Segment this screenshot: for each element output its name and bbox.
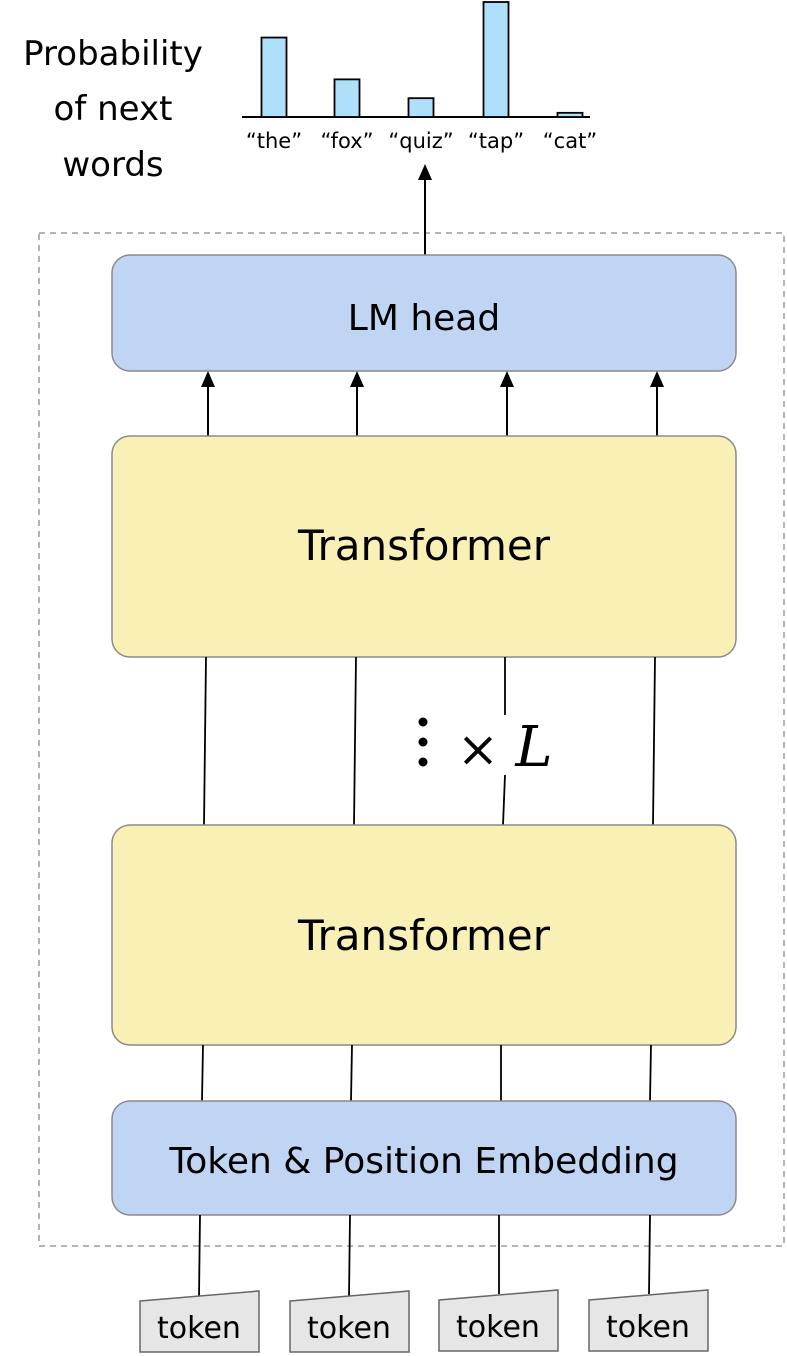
model-boundary bbox=[38, 232, 785, 1247]
embedding-label: Token & Position Embedding bbox=[168, 1141, 678, 1182]
token-label-3: token bbox=[456, 1310, 540, 1345]
embedding-to-transformer-lines bbox=[201, 1044, 652, 1102]
repeat-times-sign: × bbox=[457, 720, 499, 778]
chart-category-label-2: “fox” bbox=[320, 129, 373, 153]
transformer-top-label: Transformer bbox=[297, 521, 551, 570]
repeat-dot-3 bbox=[418, 757, 428, 767]
chart-category-label-3: “quiz” bbox=[388, 129, 453, 153]
lm-head-block: LM head bbox=[111, 254, 737, 372]
repeat-dot-2 bbox=[418, 737, 428, 747]
probability-label-line-1: Probability bbox=[23, 34, 203, 74]
token-shape-2 bbox=[289, 1290, 410, 1353]
output-arrow bbox=[418, 164, 432, 255]
chart-category-label-5: “cat” bbox=[543, 129, 597, 153]
chart-bar-4 bbox=[482, 1, 510, 118]
lm-head-label: LM head bbox=[348, 298, 500, 339]
transformer-to-head-arrows bbox=[201, 371, 664, 436]
token-shape-4 bbox=[588, 1289, 709, 1352]
token-inputs: token token token token bbox=[139, 1289, 709, 1353]
token-label-1: token bbox=[157, 1311, 241, 1346]
inter-layer-line-4 bbox=[652, 656, 656, 826]
emb-line-4 bbox=[649, 1044, 652, 1102]
probability-label-line-2: of next bbox=[54, 89, 173, 129]
embedding-block: Token & Position Embedding bbox=[111, 1100, 737, 1216]
chart-category-label-4: “tap” bbox=[468, 129, 524, 153]
transformer-top-box bbox=[111, 435, 737, 658]
arrow-head-3 bbox=[500, 371, 514, 387]
chart-bar-5 bbox=[556, 111, 584, 118]
next-word-probability-chart: “the” “fox” “quiz” “tap” “cat” bbox=[242, 1, 597, 153]
token-line-2 bbox=[348, 1214, 351, 1298]
output-arrow-head bbox=[418, 164, 432, 180]
chart-bar-3 bbox=[407, 97, 435, 118]
transformer-block-bottom: Transformer bbox=[111, 824, 737, 1046]
token-to-embedding-lines bbox=[198, 1214, 651, 1298]
arrow-head-1 bbox=[201, 371, 215, 387]
transformer-block-top: Transformer bbox=[111, 435, 737, 658]
chart-bar-1 bbox=[260, 36, 288, 118]
inter-layer-line-2 bbox=[353, 656, 357, 826]
token-label-2: token bbox=[307, 1311, 391, 1346]
token-input-3: token bbox=[438, 1289, 559, 1352]
token-label-4: token bbox=[606, 1310, 690, 1345]
inter-layer-line-1 bbox=[203, 656, 207, 826]
emb-line-1 bbox=[201, 1044, 204, 1102]
embedding-box bbox=[111, 1100, 737, 1216]
chart-bar-2 bbox=[333, 78, 361, 118]
repeat-layer-symbol: L bbox=[514, 715, 552, 780]
repeat-indicator: × L bbox=[418, 715, 553, 780]
token-shape-1 bbox=[139, 1290, 260, 1353]
arrow-head-2 bbox=[350, 371, 364, 387]
token-input-4: token bbox=[588, 1289, 709, 1352]
inter-layer-line-3b bbox=[502, 774, 506, 826]
lm-head-box bbox=[111, 254, 737, 372]
chart-category-label-1: “the” bbox=[246, 129, 302, 153]
probability-label-line-3: words bbox=[62, 145, 163, 185]
emb-line-2 bbox=[350, 1044, 353, 1102]
arrow-head-4 bbox=[650, 371, 664, 387]
token-input-2: token bbox=[289, 1290, 410, 1353]
token-input-1: token bbox=[139, 1290, 260, 1353]
repeat-dot-1 bbox=[418, 717, 428, 727]
token-shape-3 bbox=[438, 1289, 559, 1352]
probability-label: Probability of next words bbox=[23, 34, 203, 185]
token-line-4 bbox=[648, 1214, 651, 1295]
inter-layer-lines bbox=[203, 656, 656, 826]
token-line-1 bbox=[198, 1214, 201, 1298]
transformer-bottom-box bbox=[111, 824, 737, 1046]
transformer-bottom-label: Transformer bbox=[297, 911, 551, 960]
